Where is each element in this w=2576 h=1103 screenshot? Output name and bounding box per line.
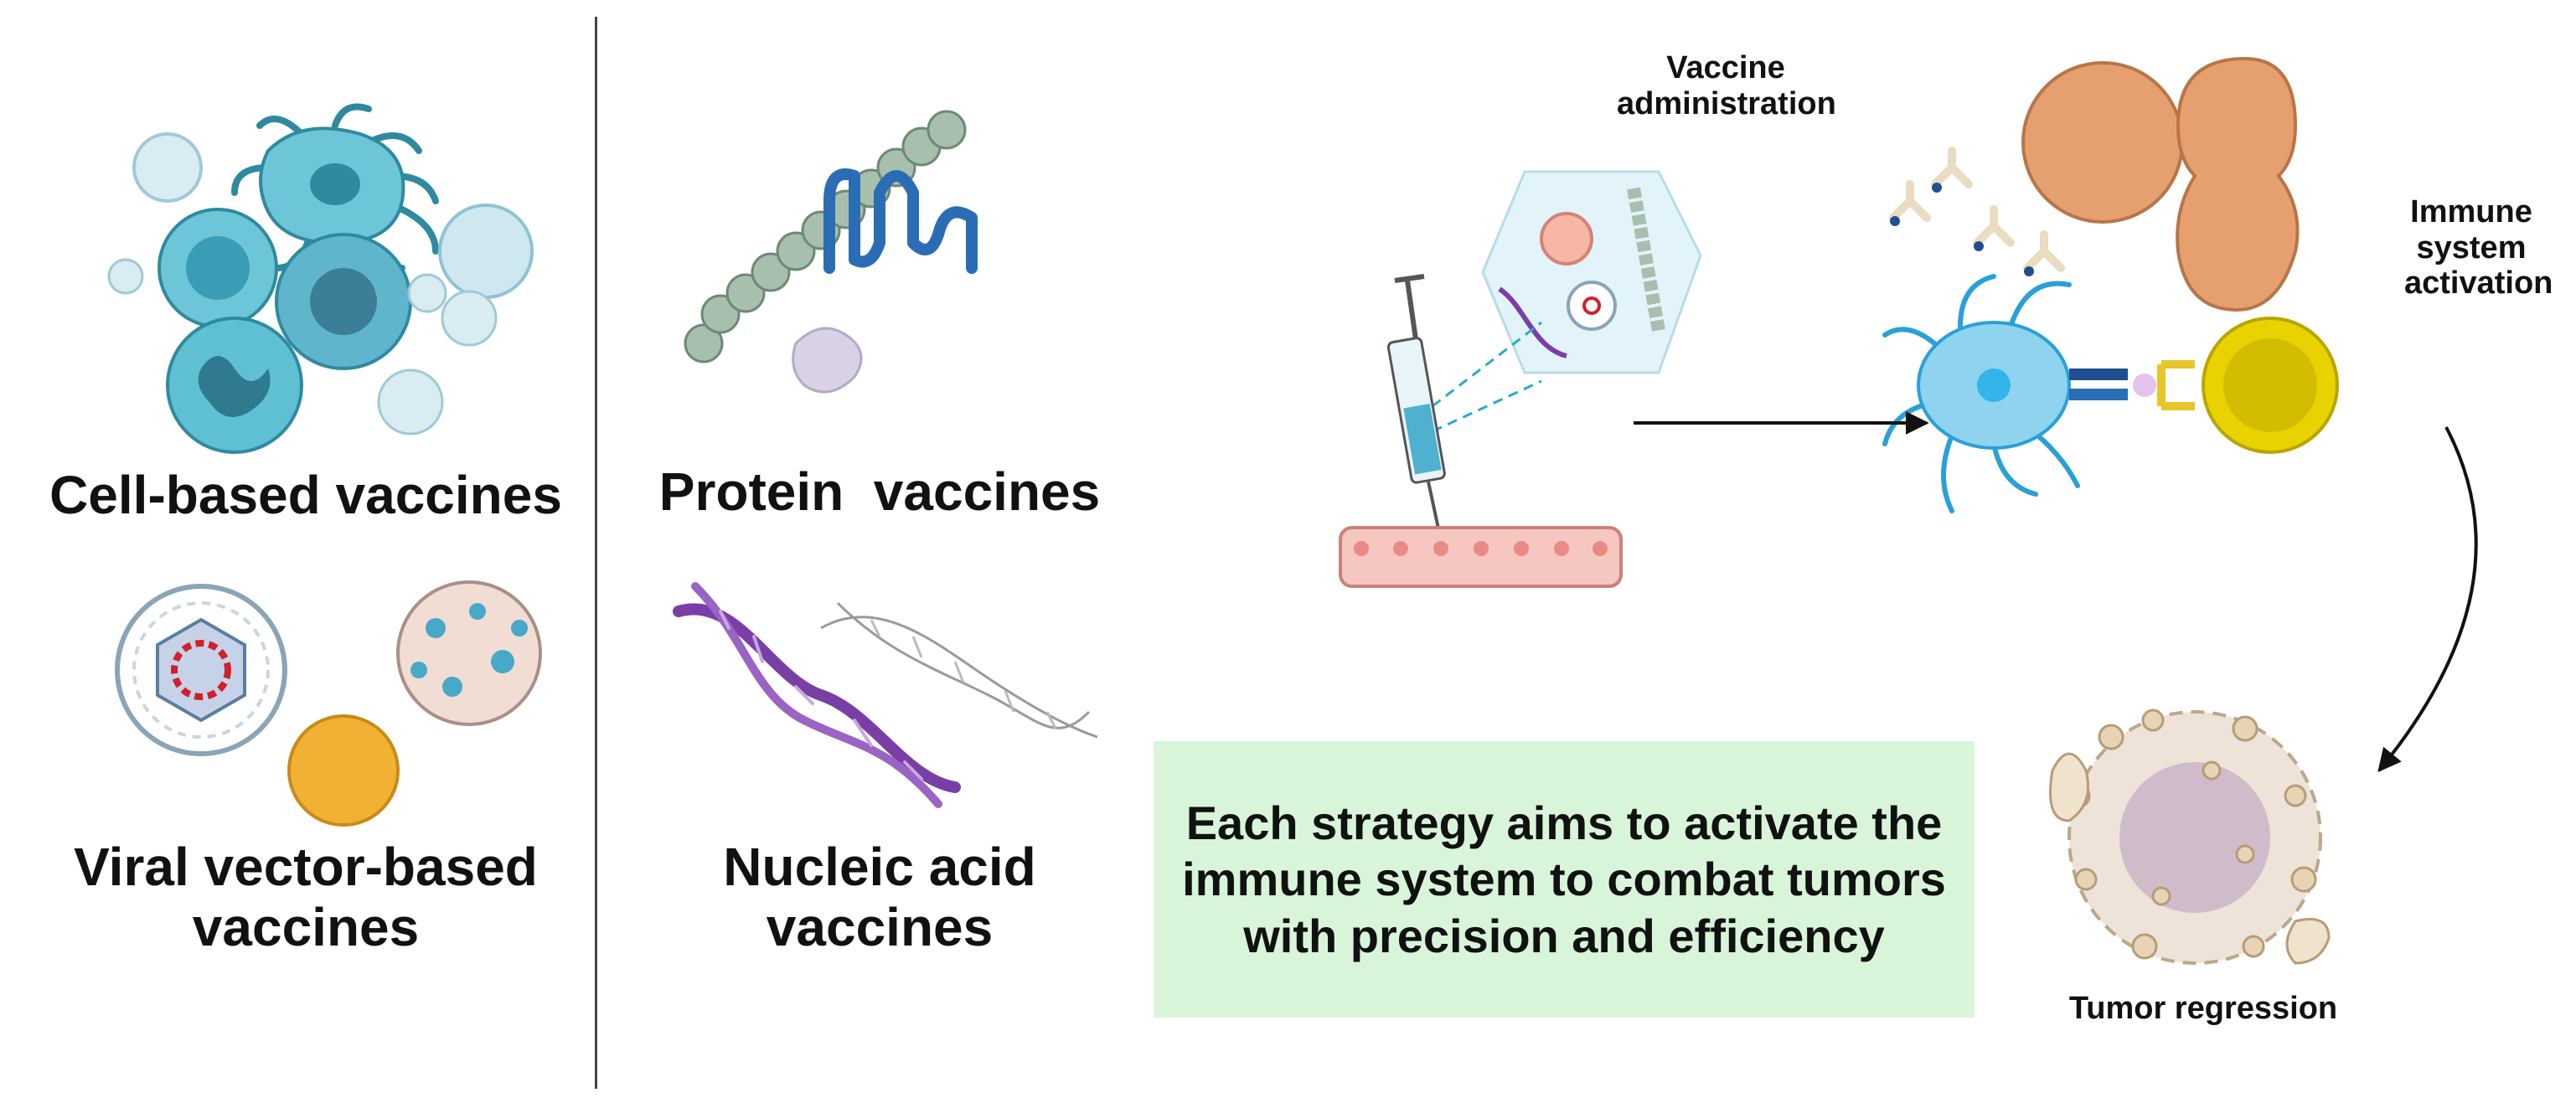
immune-activation-illustration: [1882, 56, 2339, 513]
summary-box: Each strategy aims to activate the immun…: [1154, 741, 1975, 1018]
yellow-particle-icon: [287, 714, 400, 827]
viral-vector-text: Viral vector-based vaccines: [74, 837, 538, 957]
vaccine-administration-text: Vaccine administration: [1617, 50, 1836, 121]
neutrophil-icon: [166, 317, 303, 454]
protein-blob-icon: [792, 327, 863, 394]
protein-chain-icon: [684, 110, 967, 363]
tiny-cell-icon: [107, 258, 144, 295]
summary-text: Each strategy aims to activate the immun…: [1182, 796, 1946, 962]
tumor-cells-icon: [2021, 56, 2300, 312]
dna-helix-icon: [673, 582, 961, 808]
small-cell-icon: [132, 132, 203, 203]
debris-icon: [2049, 752, 2089, 822]
tiny-cell-icon-2: [407, 273, 447, 313]
vaccine-administration-illustration: [1339, 170, 1702, 588]
protein-helix-icon: [823, 168, 978, 274]
rna-strand-icon: [820, 601, 1098, 739]
divider-left: [595, 17, 597, 1089]
tumor-cell-icon: [396, 580, 542, 726]
synapse-receptor-icon: [2069, 360, 2195, 410]
antibodies-icon: [1889, 147, 2065, 272]
t-cell-icon: [2202, 317, 2339, 454]
tumor-regression-illustration: [2049, 709, 2331, 965]
nucleic-acid-illustration: [673, 582, 1098, 808]
cell-based-illustration: [107, 103, 534, 454]
label-vaccine-administration: Vaccine administration: [1592, 50, 1860, 121]
dendritic-cell-activated-icon: [1882, 274, 2080, 513]
skin-cells-icon: [1339, 526, 1623, 588]
regressing-tumor-icon: [2064, 709, 2322, 965]
small-cell-icon-3: [377, 369, 444, 436]
macrophage-icon: [157, 208, 278, 328]
label-immune-system-activation: Immune system activation: [2371, 194, 2572, 302]
label-nucleic-acid-vaccines: Nucleic acid vaccines: [612, 837, 1148, 957]
label-tumor-regression: Tumor regression: [2068, 991, 2338, 1026]
zoom-protein-icon: [1627, 187, 1665, 332]
label-viral-vector-vaccines: Viral vector-based vaccines: [21, 837, 591, 957]
light-cell-icon: [438, 204, 534, 299]
debris-icon-2: [2285, 918, 2331, 965]
virus-capsid-icon: [115, 584, 287, 756]
label-cell-based-vaccines: Cell-based vaccines: [49, 465, 562, 525]
activated-cell-icon: [275, 233, 412, 370]
arrow-activation-to-regression: [2377, 426, 2478, 773]
zoom-dna-icon: [1498, 286, 1567, 358]
protein-illustration: [684, 110, 978, 394]
viral-vector-illustration: [115, 580, 542, 827]
zoom-dendritic-cell-icon: [1540, 212, 1593, 265]
small-cell-icon-2: [441, 290, 498, 347]
immune-activation-text: Immune system activation: [2404, 194, 2553, 302]
zoom-virus-icon: [1567, 281, 1617, 331]
nucleic-acid-text: Nucleic acid vaccines: [723, 837, 1036, 957]
syringe-icon: [1386, 274, 1446, 541]
label-protein-vaccines: Protein vaccines: [658, 461, 1101, 522]
